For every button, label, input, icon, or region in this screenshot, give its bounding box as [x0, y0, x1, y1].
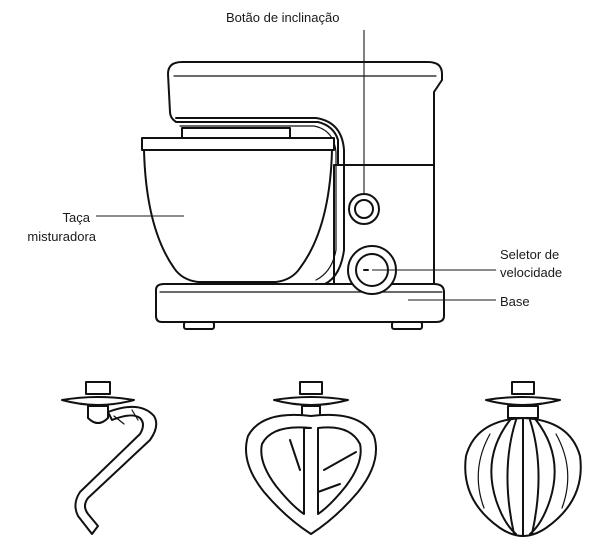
speed-label-line1: Seletor de — [500, 247, 559, 262]
bowl-label-line2: misturadora — [27, 229, 96, 244]
stand-mixer — [142, 62, 444, 329]
foot-left — [184, 322, 214, 329]
dough-hook-icon — [62, 382, 156, 534]
base-plate — [156, 284, 444, 322]
base-label: Base — [500, 294, 530, 309]
speed-label-line2: velocidade — [500, 265, 562, 280]
beater-cap — [182, 128, 290, 138]
tilt-button-icon — [349, 194, 379, 224]
whisk-icon — [465, 382, 581, 536]
tilt-button-label: Botão de inclinação — [226, 10, 339, 25]
foot-right — [392, 322, 422, 329]
bowl-rim — [142, 138, 334, 150]
flat-beater-icon — [246, 382, 376, 534]
bowl-label-line1: Taça — [63, 210, 91, 225]
